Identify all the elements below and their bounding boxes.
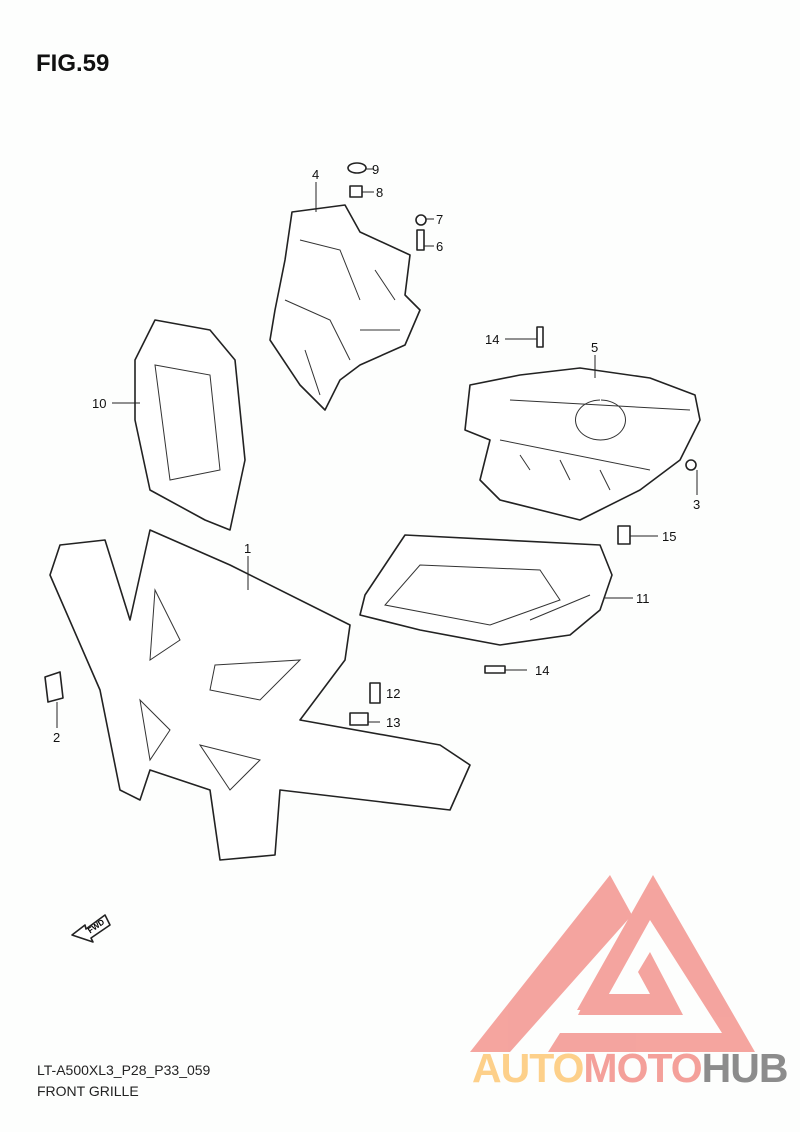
part-3-clip <box>685 459 697 471</box>
part-1-front-grille <box>49 529 471 861</box>
part-9-grommet <box>347 162 367 174</box>
callout-3: 3 <box>693 497 700 512</box>
callout-2: 2 <box>53 730 60 745</box>
part-7-nut <box>415 214 427 226</box>
figure-caption: FRONT GRILLE <box>37 1083 139 1099</box>
part-11-cover <box>359 534 613 646</box>
part-6-bolt <box>416 229 425 251</box>
fwd-arrow-icon: FWD <box>71 914 111 943</box>
part-14-screw-lower <box>484 665 506 674</box>
part-8-collar <box>349 185 363 198</box>
callout-7: 7 <box>436 212 443 227</box>
callout-11: 11 <box>636 591 650 606</box>
callout-15: 15 <box>662 529 676 544</box>
callout-14-lower: 14 <box>535 663 549 678</box>
watermark-hub: HUB <box>701 1045 789 1091</box>
part-13-cushion <box>349 712 369 726</box>
part-10-cover <box>134 319 246 531</box>
watermark-logo <box>470 875 755 1052</box>
callout-5: 5 <box>591 340 598 355</box>
watermark-auto: AUTO <box>472 1045 584 1091</box>
callout-13: 13 <box>386 715 400 730</box>
callout-14-upper: 14 <box>485 332 499 347</box>
part-14-screw <box>536 326 544 348</box>
part-4-bracket <box>269 204 421 411</box>
leader-lines <box>56 168 698 728</box>
part-5-bracket <box>464 367 701 521</box>
callout-6: 6 <box>436 239 443 254</box>
watermark-moto: MOTO <box>583 1045 702 1091</box>
callout-1: 1 <box>244 541 251 556</box>
callout-4: 4 <box>312 167 319 182</box>
callout-10: 10 <box>92 396 106 411</box>
part-15-nut <box>617 525 631 545</box>
part-2-emblem <box>44 671 64 703</box>
watermark-wordmark: AUTOMOTOHUB <box>472 1045 788 1092</box>
figure-title: FIG.59 <box>36 50 110 77</box>
part-12-rivet <box>369 682 381 704</box>
figure-code: LT-A500XL3_P28_P33_059 <box>37 1062 211 1078</box>
callout-12: 12 <box>386 686 400 701</box>
callout-9: 9 <box>372 162 379 177</box>
callout-8: 8 <box>376 185 383 200</box>
